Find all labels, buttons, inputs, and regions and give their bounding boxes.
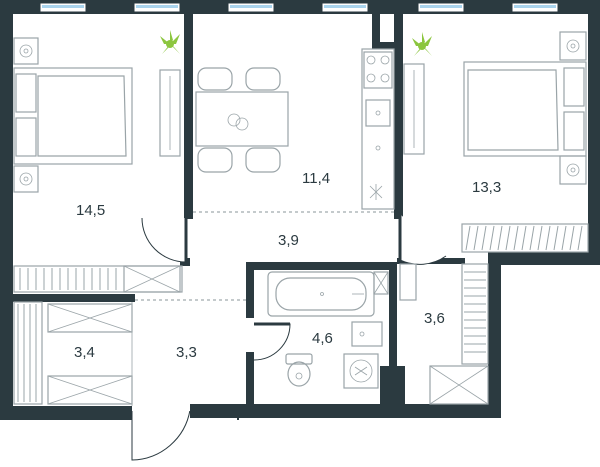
bedroom-left-furniture: [13, 30, 183, 293]
bed-icon: [13, 67, 133, 165]
interior-walls: [13, 14, 465, 408]
doors: [131, 214, 447, 461]
plant-icon: [160, 30, 180, 54]
bedroom-right-furniture: [403, 31, 589, 253]
area-closet-right: 3,6: [424, 310, 445, 327]
area-corridor: 3,9: [278, 232, 299, 249]
sink-icon: [365, 99, 391, 127]
closet-left-furniture: [13, 301, 133, 406]
sink-icon: [351, 321, 383, 347]
area-hallway: 3,3: [176, 344, 197, 361]
bathroom-furniture: [267, 271, 389, 389]
plant-icon: [412, 32, 432, 56]
door-entrance: [131, 409, 191, 461]
bed-icon: [463, 61, 587, 157]
area-kitchen: 11,4: [302, 170, 330, 187]
closet-hatch-left: [13, 265, 183, 293]
closet-right-furniture: [399, 263, 489, 405]
area-bedroom-left: 14,5: [76, 202, 105, 219]
area-bathroom: 4,6: [312, 330, 333, 347]
washing-machine-icon: [343, 353, 379, 389]
stove-icon: [363, 51, 393, 89]
area-closet-left: 3,4: [74, 344, 95, 361]
room-dividers: [135, 211, 394, 301]
area-labels: 14,5 11,4 13,3 3,9 3,6 4,6 3,4 3,3: [74, 170, 501, 361]
door-bathroom: [253, 323, 291, 361]
toilet-icon: [285, 353, 313, 387]
closet-hatch-right: [461, 223, 589, 253]
gas-riser-icon: [369, 184, 383, 200]
windows: [39, 2, 559, 13]
bathtub-icon: [267, 271, 375, 317]
kitchen-furniture: [195, 48, 395, 210]
dining-table-icon: [195, 67, 289, 173]
door-bedroom-left: [141, 217, 187, 263]
door-bedroom-right: [399, 214, 447, 265]
area-bedroom-right: 13,3: [472, 179, 501, 196]
